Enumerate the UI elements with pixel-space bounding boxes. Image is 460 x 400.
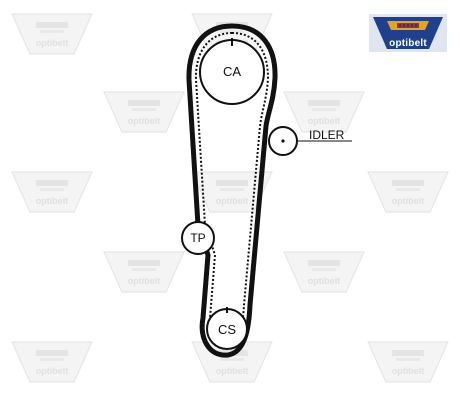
- ca-label: CA: [222, 64, 242, 79]
- tp-pulley: [181, 221, 215, 255]
- tp-label: TP: [190, 231, 206, 245]
- brand-name: optibelt: [389, 38, 427, 49]
- idler-label: IDLER: [309, 128, 345, 142]
- cs-label: CS: [217, 322, 237, 337]
- optibelt-logo: optibelt: [369, 14, 447, 52]
